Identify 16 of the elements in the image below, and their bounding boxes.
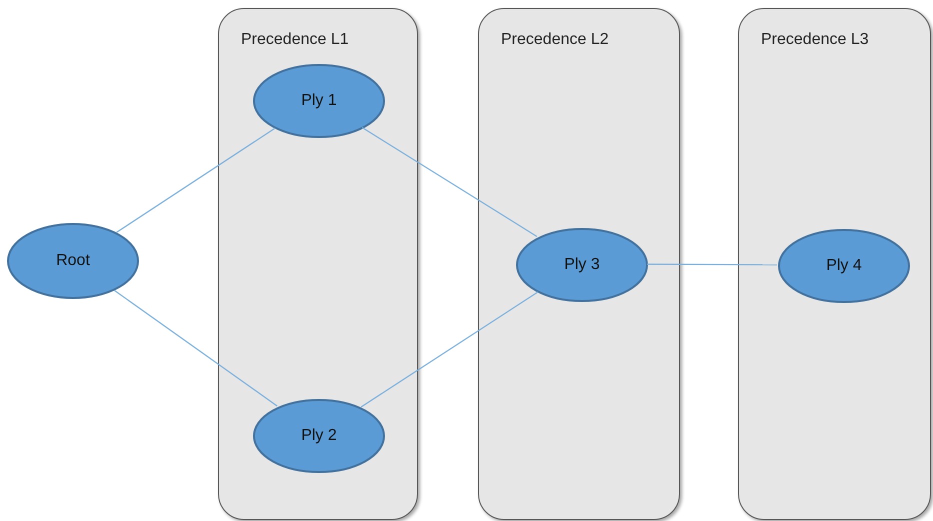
connector-line [647, 264, 777, 266]
node-label: Ply 1 [300, 92, 338, 110]
node-label: Ply 4 [825, 257, 863, 275]
swimlane-panel [738, 8, 931, 520]
node-label: Ply 3 [563, 256, 601, 274]
swimlane-panel [478, 8, 680, 520]
swimlane-panel [218, 8, 418, 520]
lane-title: Precedence L2 [501, 31, 609, 49]
lane-title: Precedence L3 [761, 31, 869, 49]
node-label: Root [55, 252, 91, 270]
connector-line [114, 290, 278, 406]
lane-title: Precedence L1 [241, 31, 349, 49]
connector-line [360, 292, 538, 408]
connector-line [116, 128, 276, 233]
node-label: Ply 2 [300, 427, 338, 445]
connector-line [362, 127, 538, 237]
